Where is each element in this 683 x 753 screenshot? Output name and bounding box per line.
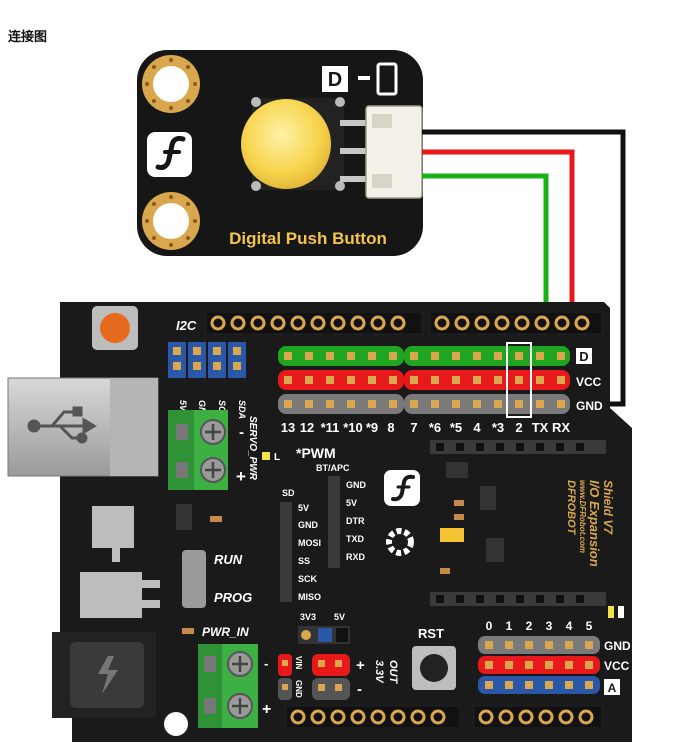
servo-power-terminal [168, 410, 228, 490]
i2c-pin-5v: 5V [178, 400, 188, 412]
rst-label: RST [418, 626, 444, 641]
orange-button [92, 306, 138, 350]
pwr-in-terminal [198, 644, 258, 728]
pin-2: 2 [515, 420, 522, 435]
prog-label: PROG [214, 590, 252, 605]
module-name: Digital Push Button [229, 229, 387, 248]
digital-pin-rows [278, 342, 570, 418]
rst-button [412, 646, 456, 690]
servo-power-label: SERVO_PWR [247, 416, 258, 481]
board-version: Shield V7 [601, 480, 615, 535]
bt-pin-rxd: RXD [346, 552, 366, 562]
pwr-plus: + [262, 701, 271, 718]
analog-row-vcc: VCC [604, 659, 630, 673]
out-label: OUT [387, 660, 399, 685]
pin-9: *9 [366, 420, 378, 435]
lightning-icon [98, 656, 118, 694]
bottom-header [285, 705, 603, 729]
digital-row-gnd: GND [576, 399, 603, 413]
bt-pin-5v: 5V [346, 498, 357, 508]
analog-pin-3: 3 [546, 619, 553, 633]
pin-letter-label: D [322, 62, 398, 96]
pin-8: 8 [387, 420, 394, 435]
board-url: www.DFRobot.com [578, 480, 587, 553]
dfrobot-logo-icon [147, 132, 192, 177]
analog-pin-0: 0 [486, 619, 493, 633]
pin-7: 7 [410, 420, 417, 435]
expansion-board: I2C 5V GND SCL SDA [7, 302, 632, 742]
servo-plus: + [236, 467, 246, 486]
digital-header-top [205, 311, 603, 335]
sel-3v3-label: 3V3 [300, 612, 316, 622]
board-brand: DFROBOT [565, 480, 577, 536]
pwr-in-label: PWR_IN [202, 625, 249, 639]
v33-label: 3.3V [373, 660, 385, 684]
pin-11: *11 [321, 420, 340, 435]
servo-minus: - [239, 424, 244, 441]
bt-pin-dtr: DTR [346, 516, 365, 526]
run-label: RUN [214, 552, 243, 567]
sel-5v-label: 5V [334, 612, 345, 622]
mount-hole-board [164, 712, 188, 736]
out-minus: - [357, 681, 362, 698]
pin-rx: RX [552, 420, 570, 435]
mounting-hole-bottom [142, 192, 200, 250]
pin-13: 13 [281, 420, 295, 435]
i2c-pins [168, 342, 246, 378]
digital-row-d: D [579, 349, 588, 364]
pin-5: *5 [450, 420, 462, 435]
analog-pin-4: 4 [566, 619, 573, 633]
pin-6: *6 [429, 420, 441, 435]
module-pin-letter: D [328, 69, 342, 91]
l-label: L [274, 452, 280, 463]
board-df-logo-icon [384, 470, 420, 506]
yellow-push-button [241, 97, 345, 191]
sd-pin-sck: SCK [298, 574, 318, 584]
mounting-hole-top [142, 55, 200, 113]
digital-row-vcc: VCC [576, 375, 602, 389]
sd-pin-ss: SS [298, 556, 310, 566]
usb-connector [7, 377, 159, 477]
board-title: I/O Expansion [587, 480, 602, 567]
vin-gnd-label: GND [294, 680, 303, 698]
inner-header-top [430, 440, 606, 454]
inner-header-bottom [430, 592, 606, 606]
pin-4: 4 [473, 420, 481, 435]
wire-signal [422, 173, 549, 354]
i2c-pin-sda: SDA [237, 400, 247, 419]
pin-tx: TX [532, 420, 549, 435]
i2c-label: I2C [176, 318, 197, 333]
bt-pin-gnd: GND [346, 480, 367, 490]
analog-pin-2: 2 [526, 619, 533, 633]
caption-title: 连接图 [8, 30, 48, 45]
sd-pin-5v: 5V [298, 503, 309, 513]
pwr-minus: - [264, 656, 268, 671]
sd-pin-mosi: MOSI [298, 538, 321, 548]
vin-label: VIN [294, 656, 303, 670]
analog-pin-5: 5 [586, 619, 593, 633]
i2c-pin-scl: SCL [217, 400, 227, 418]
analog-row-a: A [608, 681, 617, 695]
sd-pin-miso: MISO [298, 592, 321, 602]
power-jack [52, 632, 156, 718]
jst-connector [340, 105, 423, 199]
analog-pin-rows [478, 636, 600, 694]
analog-row-gnd: GND [604, 639, 631, 653]
analog-pin-1: 1 [506, 619, 513, 633]
usb-icon [27, 406, 97, 444]
pin-12: 12 [300, 420, 314, 435]
gear-icon [386, 528, 414, 556]
pin-10: *10 [343, 420, 363, 435]
push-button-module: D Digital Push Button [137, 50, 423, 256]
out-plus: + [356, 657, 365, 674]
sd-pin-gnd: GND [298, 520, 319, 530]
sd-label: SD [282, 488, 295, 498]
pin-3: *3 [492, 420, 504, 435]
bt-label: BT/APC [316, 463, 350, 473]
bt-pin-txd: TXD [346, 534, 365, 544]
pwm-label: *PWM [296, 445, 336, 461]
